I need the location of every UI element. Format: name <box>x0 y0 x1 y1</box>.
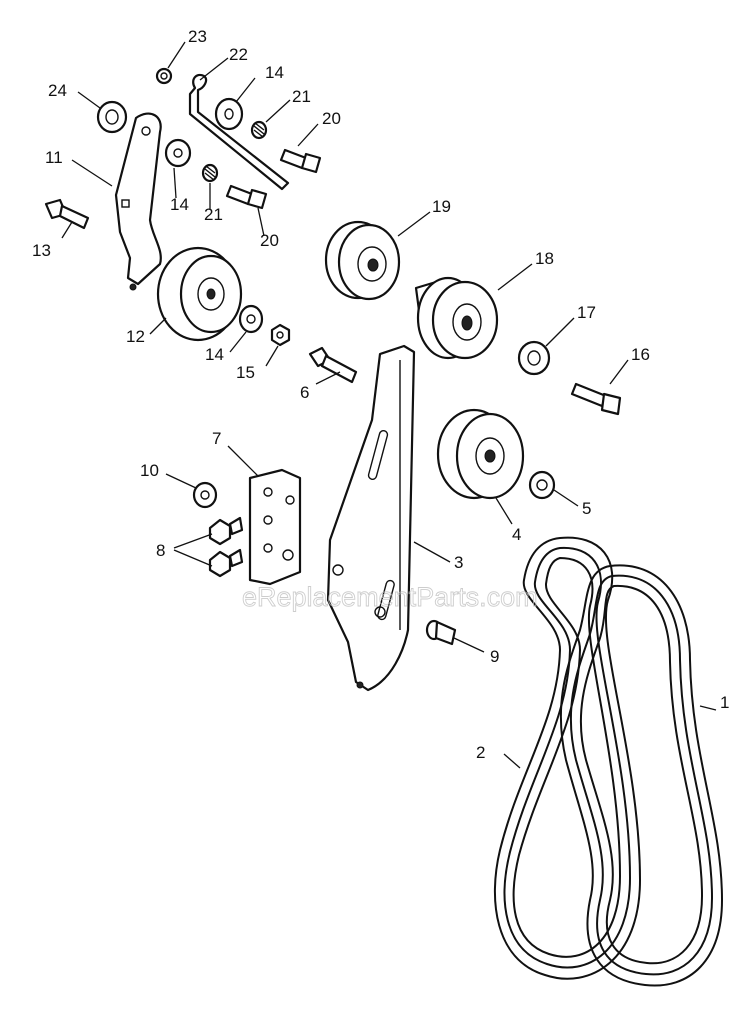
part-3-idler-bracket <box>326 344 416 692</box>
part-14-washer-top <box>214 97 244 131</box>
part-5-nut <box>528 470 556 500</box>
part-20-bolt-top <box>279 148 322 174</box>
callout-12: 12 <box>126 327 145 346</box>
callout-14-bottom: 14 <box>205 345 224 364</box>
callout-1: 1 <box>720 693 729 712</box>
callout-2: 2 <box>476 743 485 762</box>
callout-15: 15 <box>236 363 255 382</box>
part-17-spacer <box>517 340 551 376</box>
callout-labels: 23 22 14 21 20 24 11 14 21 20 13 12 14 1… <box>32 27 729 762</box>
part-22-rod <box>188 73 290 191</box>
part-4-pulley <box>436 408 525 500</box>
part-10-nut <box>192 481 218 509</box>
callout-6: 6 <box>300 383 309 402</box>
part-1-belt <box>559 564 724 987</box>
callout-24: 24 <box>48 81 67 100</box>
callout-13: 13 <box>32 241 51 260</box>
callout-17: 17 <box>577 303 596 322</box>
part-21-lockwasher-top <box>250 120 268 140</box>
callout-3: 3 <box>454 553 463 572</box>
callout-16: 16 <box>631 345 650 364</box>
part-14-washer-left <box>164 138 192 168</box>
part-11-bracket-arm <box>114 112 162 291</box>
callout-22: 22 <box>229 45 248 64</box>
part-21-lockwasher-left <box>201 163 219 183</box>
watermark: eReplacementParts.com <box>242 582 538 612</box>
callout-9: 9 <box>490 647 499 666</box>
part-24-bushing <box>96 100 128 134</box>
callout-18: 18 <box>535 249 554 268</box>
part-19-v-pulley <box>324 220 401 301</box>
callout-23: 23 <box>188 27 207 46</box>
part-14-washer-bottom <box>238 304 264 334</box>
part-2-belt <box>494 536 642 980</box>
callout-4: 4 <box>512 525 521 544</box>
part-13-bolt <box>44 198 90 230</box>
callout-20-top: 20 <box>322 109 341 128</box>
part-12-pulley <box>156 246 243 342</box>
part-20-bolt-left <box>225 184 268 210</box>
leader-lines <box>61 41 717 769</box>
callout-20-left: 20 <box>260 231 279 250</box>
callout-5: 5 <box>582 499 591 518</box>
callout-21-left: 21 <box>204 205 223 224</box>
callout-14-top: 14 <box>265 63 284 82</box>
callout-7: 7 <box>212 429 221 448</box>
part-6-bolt <box>308 346 358 384</box>
callout-21-top: 21 <box>292 87 311 106</box>
callout-11: 11 <box>45 148 63 167</box>
part-16-bolt <box>570 382 622 416</box>
part-8-bolts <box>208 516 244 578</box>
part-9-shoulder-bolt <box>425 619 457 646</box>
part-18-idler-pulley <box>414 276 499 360</box>
callout-19: 19 <box>432 197 451 216</box>
part-23-nut <box>155 67 173 85</box>
callout-10: 10 <box>140 461 159 480</box>
callout-8: 8 <box>156 541 165 560</box>
part-15-nut <box>270 323 291 347</box>
callout-14-left: 14 <box>170 195 189 214</box>
part-7-mounting-plate <box>248 468 302 586</box>
